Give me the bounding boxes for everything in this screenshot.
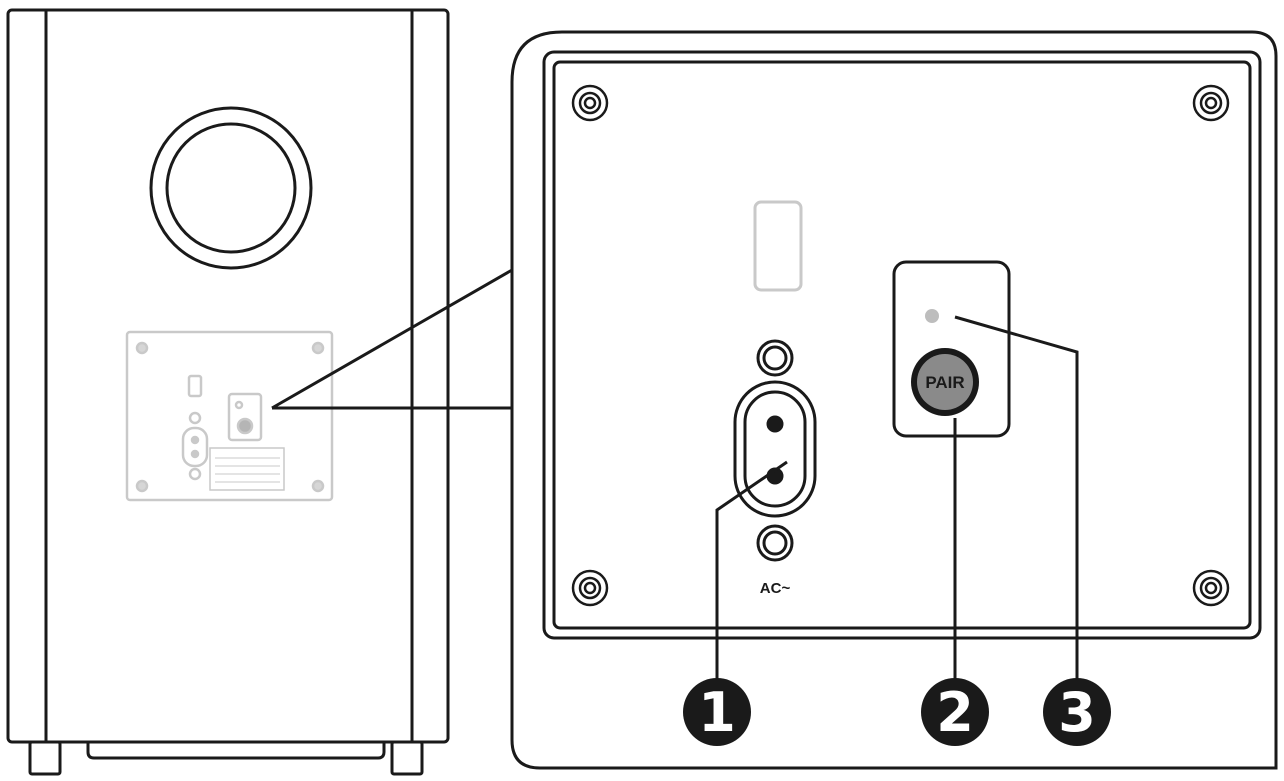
panel-plate-inner: [552, 60, 1252, 630]
socket-pin-top: [766, 415, 784, 433]
pair-button-box: PAIR: [892, 260, 1011, 438]
ac-label: AC~: [760, 580, 791, 597]
callout-1-circle: [683, 678, 751, 746]
callout-3-number: 3: [1058, 681, 1096, 744]
panel-plate-outer: [542, 50, 1262, 640]
status-window: [753, 200, 803, 292]
callout-2-circle: [921, 678, 989, 746]
callout-1: 1: [683, 678, 751, 746]
mini-panel-outline: [125, 330, 334, 502]
callout-1-number: 1: [698, 681, 736, 744]
bass-port: [149, 106, 313, 270]
socket-screw-bottom: [756, 524, 794, 562]
cabinet-outline: [6, 8, 450, 744]
callout-2-number: 2: [936, 681, 974, 744]
ac-power-socket: [733, 339, 817, 562]
mini-ac-socket: [181, 426, 209, 468]
cabinet-base: [86, 742, 386, 760]
screw-bottom-left: [571, 569, 609, 607]
socket-outer: [733, 380, 817, 518]
pair-box-outline: [892, 260, 1011, 438]
bass-port-outer: [149, 106, 313, 270]
callout-leaders: [715, 315, 1079, 690]
pair-button[interactable]: PAIR: [911, 348, 979, 416]
mini-pair-box: [227, 392, 263, 442]
foot-left: [28, 740, 62, 776]
leader-3: [954, 315, 1079, 690]
callout-3-circle: [1043, 678, 1111, 746]
callout-2: 2: [921, 678, 989, 746]
pair-button-face[interactable]: [917, 354, 973, 410]
mini-status-window: [187, 374, 203, 398]
pair-label: PAIR: [925, 373, 964, 392]
callout-3: 3: [1043, 678, 1111, 746]
screw-top-right: [1192, 84, 1230, 122]
foot-right: [390, 740, 424, 776]
subwoofer-cabinet: [6, 8, 450, 776]
screw-top-left: [571, 84, 609, 122]
socket-inner: [743, 390, 807, 508]
status-led: [925, 309, 939, 323]
mini-rear-panel: [125, 330, 334, 502]
bass-port-inner: [165, 122, 297, 254]
panel-screws: [571, 84, 1230, 607]
zoom-connector: [271, 268, 513, 410]
screw-bottom-right: [1192, 569, 1230, 607]
leader-1: [715, 460, 788, 690]
mini-warning-label: [209, 447, 285, 491]
socket-screw-top: [756, 339, 794, 377]
